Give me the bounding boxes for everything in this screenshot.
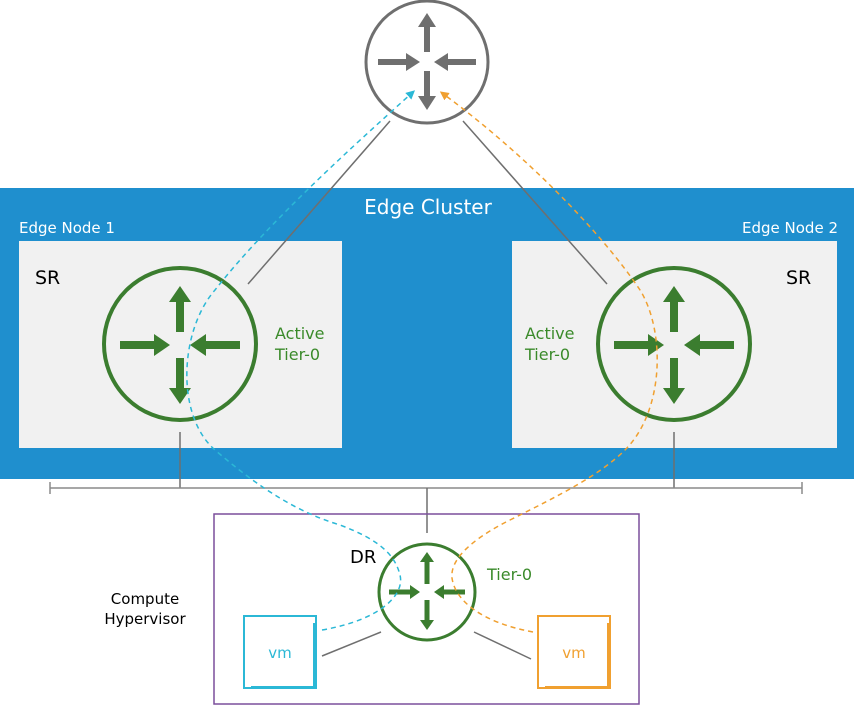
cyan-traffic-path — [186, 90, 416, 631]
vm-right — [537, 615, 611, 689]
vm-left — [243, 615, 317, 689]
edge-node-1-sr-label: SR — [35, 267, 60, 289]
sr-router-2-icon — [596, 266, 752, 422]
dr-label: DR — [350, 547, 376, 568]
vm-right-link — [473, 631, 532, 660]
dr-tier-label: Tier-0 — [486, 565, 532, 584]
vm-left-label: vm — [268, 644, 292, 662]
dr-router-icon — [377, 542, 477, 642]
uplink-sr1 — [247, 120, 391, 285]
orange-traffic-path — [439, 91, 658, 633]
edge-node-1-status-active: Active — [275, 324, 325, 343]
edge-node-2-sr-label: SR — [786, 267, 811, 289]
edge-node-2-box — [512, 241, 837, 448]
hypervisor-label-line1: Compute — [111, 590, 179, 608]
top-router-icon — [364, 0, 490, 125]
uplink-sr2 — [462, 120, 608, 285]
vm-right-label: vm — [562, 644, 586, 662]
edge-node-1-label: Edge Node 1 — [19, 219, 115, 237]
vm-left-link — [321, 631, 382, 657]
compute-hypervisor-box — [213, 513, 640, 705]
hypervisor-label-line2: Hypervisor — [104, 610, 186, 628]
edge-node-2-label: Edge Node 2 — [742, 219, 838, 237]
edge-node-1-box — [19, 241, 342, 448]
edge-node-2-status-active: Active — [525, 324, 575, 343]
edge-node-1-status-tier: Tier-0 — [274, 345, 320, 364]
sr-router-1-icon — [102, 266, 258, 422]
edge-node-2-status-tier: Tier-0 — [524, 345, 570, 364]
edge-cluster-title: Edge Cluster — [364, 195, 492, 219]
